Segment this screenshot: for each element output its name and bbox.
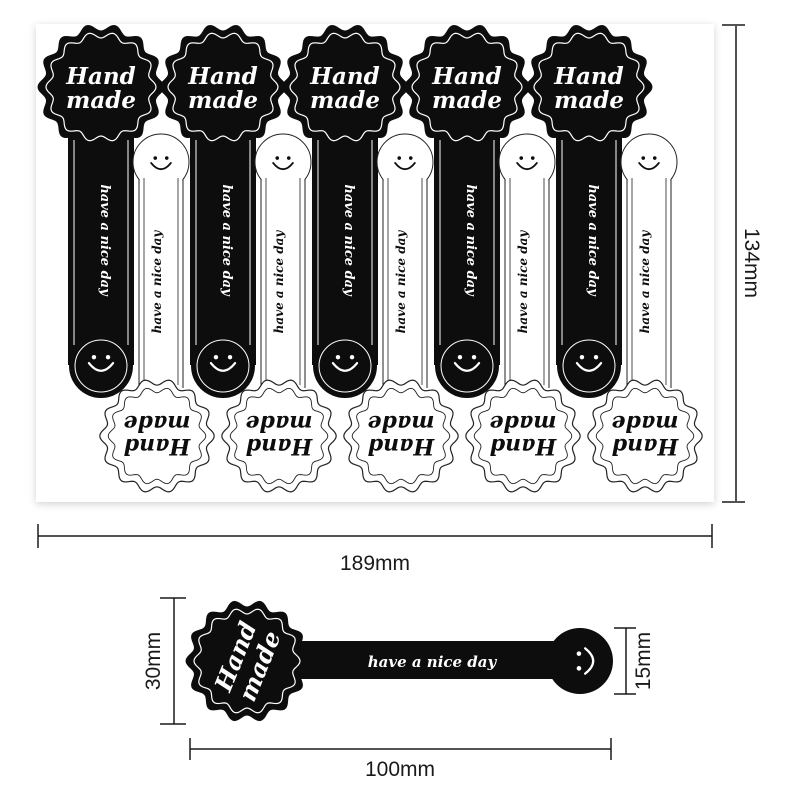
sticker-title-made: made xyxy=(66,87,136,114)
sticker-length-dimension: 100mm xyxy=(189,738,612,781)
sticker-title-made: made xyxy=(432,87,502,114)
wavy-seal-badge xyxy=(185,600,309,722)
smiley-icon xyxy=(272,156,294,171)
sticker-title-made: made xyxy=(246,410,313,436)
sticker-title-made: made xyxy=(554,87,624,114)
sticker-head-height-label: 30mm xyxy=(142,632,165,690)
sticker-title-made: made xyxy=(368,410,435,436)
smiley-icon xyxy=(331,354,359,372)
sticker-title-made: made xyxy=(124,410,191,436)
smiley-icon xyxy=(638,156,660,171)
smiley-icon xyxy=(575,354,603,372)
wavy-seal-badge xyxy=(99,379,215,493)
smiley-icon xyxy=(453,354,481,372)
sheet-width-label: 189mm xyxy=(340,552,410,575)
wavy-seal-badge xyxy=(37,24,165,150)
sticker-tail-height-dimension: 15mm xyxy=(614,627,655,695)
sticker-message: have a nice day xyxy=(150,230,164,334)
smiley-icon xyxy=(209,354,237,372)
wavy-seal-badge xyxy=(525,24,653,150)
sticker-message: have a nice day xyxy=(585,184,600,297)
wavy-seal-badge xyxy=(221,379,337,493)
sticker-message: have a nice day xyxy=(368,653,498,671)
sticker-title-hand: Hand xyxy=(368,433,435,459)
wavy-seal-badge xyxy=(587,379,703,493)
smiley-icon xyxy=(394,156,416,171)
sticker-message: have a nice day xyxy=(272,230,286,334)
sticker-title-hand: Hand xyxy=(246,433,313,459)
wavy-seal-badge xyxy=(403,24,531,150)
wavy-seal-badge xyxy=(465,379,581,493)
smiley-icon xyxy=(576,647,595,675)
sticker-tail-height-label: 15mm xyxy=(632,632,655,690)
sticker-message: have a nice day xyxy=(463,184,478,297)
sticker-title-hand: Hand xyxy=(187,63,257,90)
smiley-icon xyxy=(87,354,115,372)
sticker-title-hand: Hand xyxy=(65,63,135,90)
sticker-message: have a nice day xyxy=(219,184,234,297)
sticker-length-label: 100mm xyxy=(365,758,435,781)
sticker-title-hand: Hand xyxy=(553,63,623,90)
sticker-title-hand: Hand xyxy=(309,63,379,90)
sticker-title-made: made xyxy=(310,87,380,114)
sticker-title-hand: Hand xyxy=(124,433,191,459)
sticker-message: have a nice day xyxy=(516,230,530,334)
sheet-height-label: 134mm xyxy=(740,228,763,298)
sticker-title-made: made xyxy=(188,87,258,114)
sticker-title-made: made xyxy=(490,410,557,436)
sticker-title-hand: Hand xyxy=(612,433,679,459)
sticker-head-height-dimension: 30mm xyxy=(142,597,186,725)
smiley-icon xyxy=(516,156,538,171)
sheet-height-dimension: 134mm xyxy=(722,24,763,503)
sticker-message: have a nice day xyxy=(341,184,356,297)
wavy-seal-badge xyxy=(281,24,409,150)
wavy-seal-badge xyxy=(343,379,459,493)
sticker-title-hand: Hand xyxy=(431,63,501,90)
sticker-message: have a nice day xyxy=(97,184,112,297)
sheet-width-dimension: 189mm xyxy=(37,524,713,575)
sticker-title-hand: Hand xyxy=(490,433,557,459)
sticker-message: have a nice day xyxy=(394,230,408,334)
sticker-message: have a nice day xyxy=(638,230,652,334)
smiley-icon xyxy=(150,156,172,171)
sticker-title-made: made xyxy=(612,410,679,436)
wavy-seal-badge xyxy=(159,24,287,150)
